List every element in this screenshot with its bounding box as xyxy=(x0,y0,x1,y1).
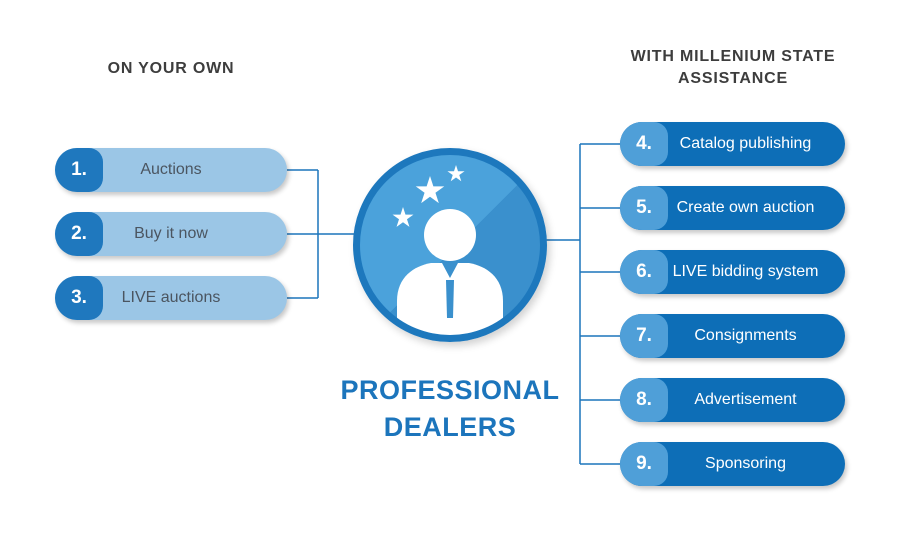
left-column-header: ON YOUR OWN xyxy=(107,60,235,77)
list-item: Sponsoring 9. xyxy=(620,442,845,486)
item-number: 6. xyxy=(620,250,668,294)
center-title: PROFESSIONAL DEALERS xyxy=(325,372,575,446)
list-item: LIVE auctions 3. xyxy=(55,276,287,320)
list-item: Advertisement 8. xyxy=(620,378,845,422)
item-number: 3. xyxy=(55,276,103,320)
item-number: 4. xyxy=(620,122,668,166)
dealer-person-with-stars-icon xyxy=(392,165,503,335)
list-item: Catalog publishing 4. xyxy=(620,122,845,166)
item-number: 7. xyxy=(620,314,668,358)
item-label: Create own auction xyxy=(676,199,815,216)
list-item: LIVE bidding system 6. xyxy=(620,250,845,294)
item-label: LIVE bidding system xyxy=(672,263,819,280)
right-column-header-line1: WITH MILLENIUM STATE xyxy=(630,48,836,65)
item-label: Sponsoring xyxy=(705,455,786,472)
item-number: 9. xyxy=(620,442,668,486)
center-title-line1: PROFESSIONAL xyxy=(340,375,560,405)
item-number: 1. xyxy=(55,148,103,192)
item-number: 2. xyxy=(55,212,103,256)
person-icon xyxy=(397,209,503,335)
item-number: 8. xyxy=(620,378,668,422)
list-item: Consignments 7. xyxy=(620,314,845,358)
center-title-line2: DEALERS xyxy=(383,412,517,442)
dealer-badge xyxy=(353,148,547,342)
item-label: Auctions xyxy=(140,161,202,178)
item-label: Catalog publishing xyxy=(679,135,812,152)
list-item: Auctions 1. xyxy=(55,148,287,192)
right-column-header: WITH MILLENIUM STATE ASSISTANCE xyxy=(613,46,853,90)
star-icon xyxy=(392,165,465,227)
item-label: Advertisement xyxy=(694,391,797,408)
item-label: Consignments xyxy=(694,327,797,344)
right-column-header-line2: ASSISTANCE xyxy=(678,70,788,87)
list-item: Create own auction 5. xyxy=(620,186,845,230)
item-label: Buy it now xyxy=(134,225,208,242)
item-number: 5. xyxy=(620,186,668,230)
list-item: Buy it now 2. xyxy=(55,212,287,256)
item-label: LIVE auctions xyxy=(121,289,221,306)
